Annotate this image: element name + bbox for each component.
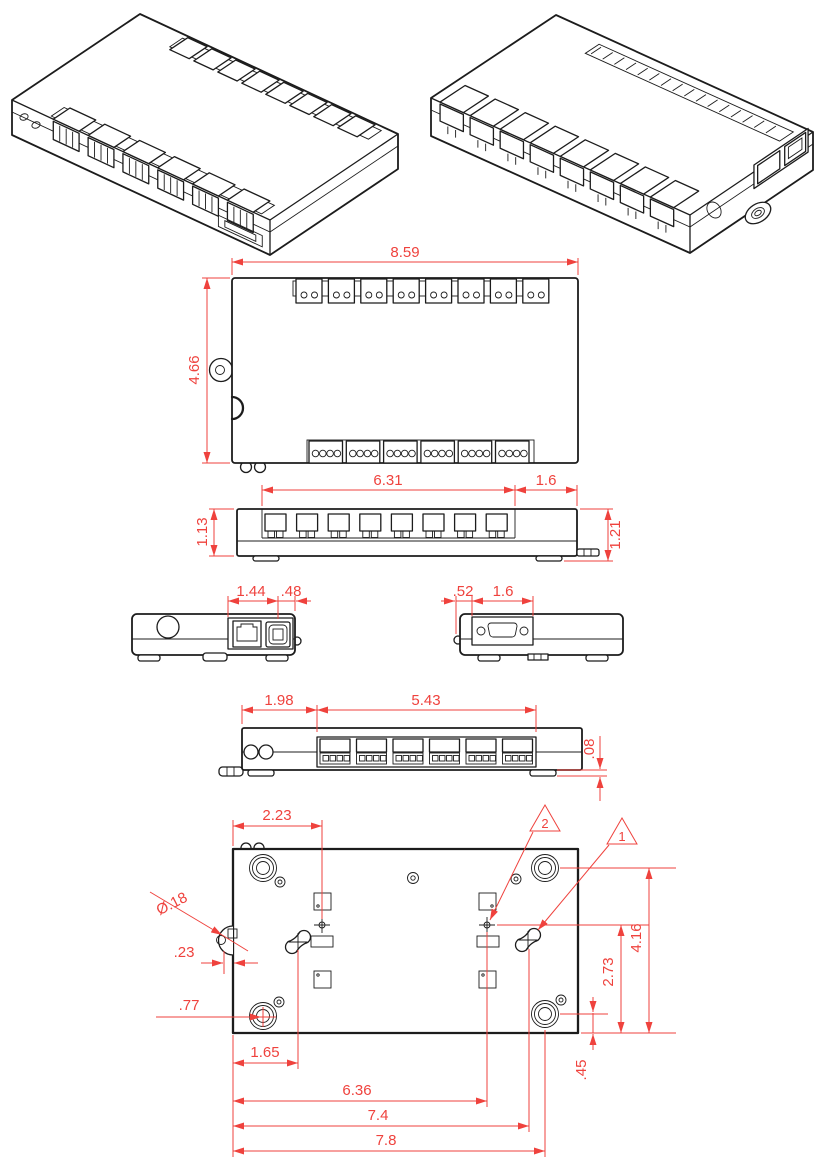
bottom-keyhole-right bbox=[514, 927, 542, 953]
view-back bbox=[218, 727, 583, 777]
left-side-clip bbox=[202, 652, 228, 662]
bottom-keyhole-left bbox=[284, 929, 312, 955]
iso-left-card-slot bbox=[218, 215, 262, 247]
dim-bottom-boss-x: .77 bbox=[179, 997, 200, 1014]
view-right-side bbox=[453, 613, 624, 662]
dim-bottom-diameter: Ø.18 bbox=[154, 889, 191, 919]
bottom-boss-bottom-right bbox=[531, 994, 567, 1028]
back-mount-tab bbox=[218, 766, 244, 777]
iso-right-port-cluster bbox=[754, 128, 808, 188]
view-isometric-right bbox=[431, 15, 813, 253]
dim-front-span: 6.31 bbox=[373, 472, 402, 489]
dim-top-width: 8.59 bbox=[390, 244, 419, 261]
view-top bbox=[208, 277, 579, 474]
dim-leftside-1: 1.44 bbox=[236, 583, 265, 600]
dim-back-foot: .08 bbox=[581, 739, 598, 760]
bottom-boss-top-left bbox=[249, 854, 286, 888]
iso-left-led-hole-1 bbox=[19, 113, 29, 121]
dim-bottom-v1: 4.16 bbox=[628, 923, 645, 952]
rj45-port bbox=[232, 620, 262, 648]
dim-bottom-v2: 2.73 bbox=[600, 957, 617, 986]
iso-left-led-hole-2 bbox=[31, 121, 41, 129]
top-front-terminal-row bbox=[306, 439, 535, 464]
iso-right-mount-tab bbox=[744, 201, 772, 225]
view-left-side bbox=[131, 613, 302, 662]
top-body bbox=[231, 277, 579, 464]
dim-rightside-2: 1.6 bbox=[493, 583, 514, 600]
dim-bottom-k1: 1.65 bbox=[250, 1044, 279, 1061]
dsub-port bbox=[471, 616, 534, 646]
dim-back-1: 1.98 bbox=[264, 692, 293, 709]
dim-bottom-col: 2.23 bbox=[262, 807, 291, 824]
bottom-target-right bbox=[479, 917, 495, 933]
dim-bottom-tab: .23 bbox=[174, 944, 195, 961]
view-front bbox=[236, 508, 600, 562]
callout-label-2: 2 bbox=[541, 816, 548, 831]
top-mount-tab bbox=[208, 357, 234, 383]
dim-bottom-t2: 6.36 bbox=[342, 1082, 371, 1099]
dim-front-height-left: 1.13 bbox=[194, 517, 211, 546]
bottom-center-hole bbox=[407, 872, 419, 884]
dim-front-end: 1.6 bbox=[536, 472, 557, 489]
usb-b-port bbox=[265, 621, 291, 648]
top-back-terminal-row bbox=[292, 278, 550, 304]
callout-triangle-1 bbox=[537, 816, 638, 931]
dim-leftside-2: .48 bbox=[281, 583, 302, 600]
dimensions bbox=[149, 258, 676, 1157]
left-side-ports bbox=[227, 617, 294, 650]
callout-label-1: 1 bbox=[618, 829, 625, 844]
view-bottom bbox=[216, 842, 580, 1035]
bottom-target-left bbox=[314, 917, 330, 933]
dimension-labels: 8.59 4.66 6.31 1.6 1.13 1.21 1.44 .48 .5… bbox=[154, 244, 645, 1149]
front-terminal-blocks bbox=[264, 513, 508, 538]
back-terminal-strip bbox=[316, 736, 537, 768]
bottom-boss-top-right bbox=[510, 854, 559, 885]
view-isometric-left bbox=[12, 14, 398, 255]
dim-bottom-v3: .45 bbox=[573, 1060, 590, 1081]
left-side-hole bbox=[156, 615, 180, 639]
bottom-mount-tab bbox=[216, 925, 238, 956]
front-right-tab bbox=[576, 548, 600, 557]
dim-back-2: 5.43 bbox=[411, 692, 440, 709]
right-side-clip bbox=[527, 653, 549, 661]
dim-front-height-right: 1.21 bbox=[607, 520, 624, 549]
dim-rightside-1: .52 bbox=[453, 583, 474, 600]
dim-top-depth: 4.66 bbox=[186, 355, 203, 384]
dim-bottom-b2: 7.8 bbox=[376, 1132, 397, 1149]
iso-right-side-hole bbox=[706, 201, 722, 219]
callout-triangle-2 bbox=[489, 803, 561, 921]
dim-bottom-k2: 7.4 bbox=[368, 1107, 389, 1124]
